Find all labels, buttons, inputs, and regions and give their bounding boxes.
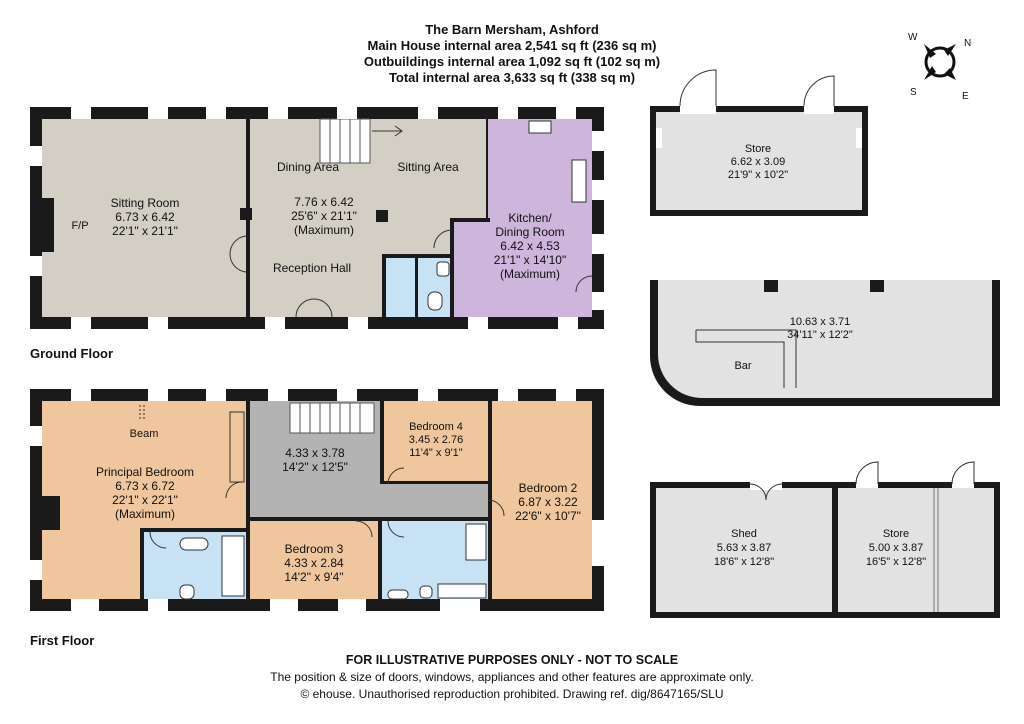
- compass-icon: W N S E: [908, 32, 971, 102]
- total-area: Total internal area 3,633 sq ft (338 sq …: [388, 70, 636, 85]
- kitchen-name-1: Kitchen/: [508, 211, 552, 225]
- sitting-room-name: Sitting Room: [111, 196, 180, 210]
- store2-name: Store: [883, 528, 909, 540]
- bedroom4-area: [384, 401, 488, 481]
- ground-floor-plan: F/P: [30, 107, 604, 329]
- principal-bedroom-imperial: 22'1" x 22'1": [112, 493, 178, 507]
- ground-floor-label: Ground Floor: [30, 346, 114, 361]
- landing-imperial: 14'2" x 12'5": [282, 460, 348, 474]
- bedroom4-metric: 3.45 x 2.76: [409, 434, 463, 446]
- compass-s: S: [910, 87, 917, 98]
- store1-metric: 6.62 x 3.09: [731, 156, 785, 168]
- beam-label: Beam: [130, 428, 159, 440]
- sitting-room-area: [42, 119, 246, 317]
- plan-title: The Barn Mersham, Ashford: [425, 22, 599, 37]
- sitting-area-label: Sitting Area: [397, 160, 459, 174]
- compass-n: N: [964, 38, 971, 49]
- bedroom3-area: [250, 521, 378, 599]
- dining-area-label: Dining Area: [277, 160, 339, 174]
- compass-w: W: [908, 32, 918, 43]
- first-floor-plan: [30, 389, 604, 611]
- store1-name: Store: [745, 143, 771, 155]
- reception-hall-name: Reception Hall: [273, 261, 351, 275]
- bedroom2-name: Bedroom 2: [519, 481, 578, 495]
- sitting-room-imperial: 22'1" x 21'1": [112, 224, 178, 238]
- fireplace-label: F/P: [71, 220, 88, 232]
- outbuildings-area: Outbuildings internal area 1,092 sq ft (…: [363, 54, 661, 69]
- bedroom3-imperial: 14'2" x 9'4": [284, 570, 343, 584]
- landing-metric: 4.33 x 3.78: [285, 446, 345, 460]
- bedroom2-area: [492, 401, 592, 599]
- bar-room-imperial: 34'11" x 12'2": [787, 329, 853, 341]
- principal-bedroom-note: (Maximum): [115, 507, 175, 521]
- bar-label: Bar: [734, 360, 751, 372]
- bedroom3-metric: 4.33 x 2.84: [284, 556, 344, 570]
- shed-outbuilding: [650, 461, 1000, 618]
- bar-room-metric: 10.63 x 3.71: [790, 316, 851, 328]
- shed-metric: 5.63 x 3.87: [717, 542, 771, 554]
- bedroom4-name: Bedroom 4: [409, 421, 463, 433]
- first-floor-label: First Floor: [30, 633, 95, 648]
- bar-outbuilding: [650, 280, 1000, 406]
- bedroom3-name: Bedroom 3: [285, 542, 344, 556]
- disclaimer: FOR ILLUSTRATIVE PURPOSES ONLY - NOT TO …: [345, 653, 679, 667]
- main-house-area: Main House internal area 2,541 sq ft (23…: [367, 38, 657, 53]
- store2-metric: 5.00 x 3.87: [869, 542, 923, 554]
- kitchen-imperial: 21'1" x 14'10": [494, 253, 567, 267]
- store-outbuilding: [650, 69, 868, 216]
- reception-imperial: 25'6" x 21'1": [291, 209, 357, 223]
- disclaimer-note: The position & size of doors, windows, a…: [270, 670, 754, 684]
- principal-bedroom-name: Principal Bedroom: [96, 465, 194, 479]
- bedroom2-metric: 6.87 x 3.22: [518, 495, 578, 509]
- shed-imperial: 18'6" x 12'8": [714, 556, 774, 568]
- reception-metric: 7.76 x 6.42: [294, 195, 354, 209]
- copyright: © ehouse. Unauthorised reproduction proh…: [300, 687, 724, 701]
- store1-imperial: 21'9" x 10'2": [728, 169, 788, 181]
- principal-bedroom-metric: 6.73 x 6.72: [115, 479, 175, 493]
- store2-imperial: 16'5" x 12'8": [866, 556, 926, 568]
- compass-e: E: [962, 91, 969, 102]
- bedroom4-imperial: 11'4" x 9'1": [409, 447, 462, 459]
- sitting-room-metric: 6.73 x 6.42: [115, 210, 175, 224]
- kitchen-note: (Maximum): [500, 267, 560, 281]
- bedroom2-imperial: 22'6" x 10'7": [515, 509, 581, 523]
- kitchen-name-2: Dining Room: [495, 225, 564, 239]
- kitchen-metric: 6.42 x 4.53: [500, 239, 560, 253]
- shed-name: Shed: [731, 528, 757, 540]
- reception-note: (Maximum): [294, 223, 354, 237]
- kitchen-area: [488, 119, 592, 317]
